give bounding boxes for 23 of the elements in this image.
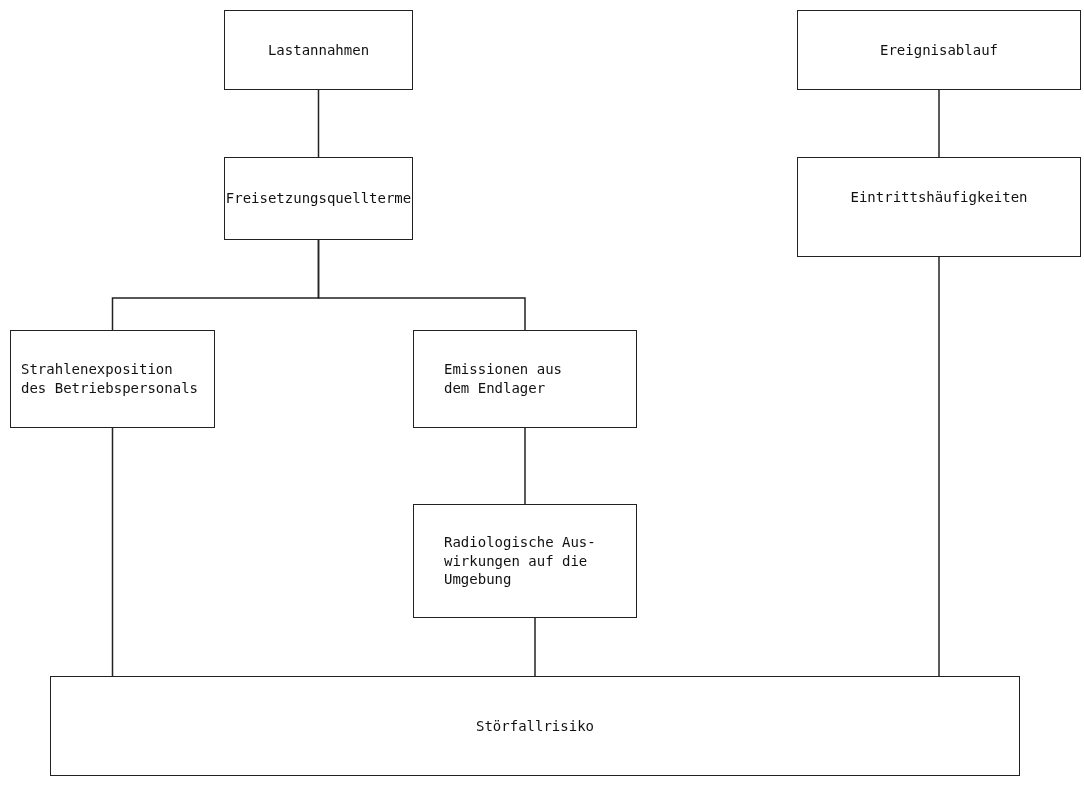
process-box bbox=[797, 10, 1081, 90]
connector-line bbox=[317, 239, 526, 331]
box-label: Eintrittshäufigkeiten bbox=[850, 187, 1028, 207]
box-label: Ereignisablauf bbox=[880, 40, 998, 60]
box-label: Radiologische Aus- wirkungen auf die Umgebung bbox=[444, 532, 597, 590]
process-box bbox=[50, 676, 1020, 776]
connector-line bbox=[317, 89, 320, 158]
box-label: Störfallrisiko bbox=[476, 716, 594, 736]
connector-line bbox=[524, 427, 526, 505]
box-label: Strahlenexposition des Betriebspersonals bbox=[21, 360, 199, 398]
connector-line bbox=[534, 617, 536, 677]
connector-line bbox=[938, 89, 940, 158]
box-label: Freisetzungsquellterme bbox=[225, 189, 412, 208]
connector-line bbox=[111, 427, 114, 677]
box-label: Emissionen aus dem Endlager bbox=[444, 360, 563, 398]
connector-line bbox=[938, 256, 940, 677]
process-box bbox=[10, 330, 215, 428]
process-box bbox=[224, 157, 413, 240]
process-box bbox=[413, 330, 637, 428]
process-box bbox=[797, 157, 1081, 257]
box-label: Lastannahmen bbox=[267, 40, 370, 60]
process-box bbox=[224, 10, 413, 90]
process-box bbox=[413, 504, 637, 618]
